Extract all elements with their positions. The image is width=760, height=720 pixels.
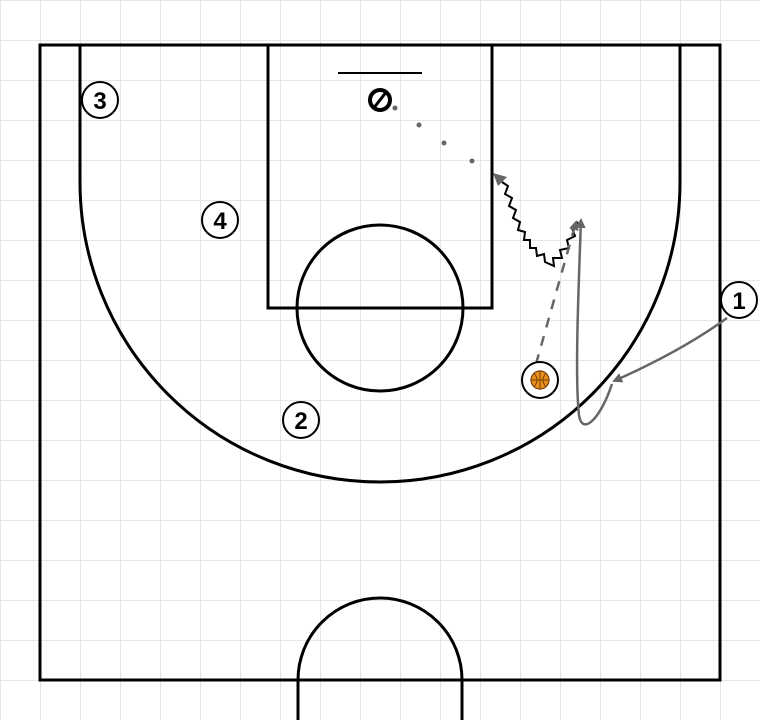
center-circle xyxy=(296,596,464,720)
player1-screen-path xyxy=(575,218,614,426)
player-5-with-ball[interactable]: 5 xyxy=(521,361,559,399)
shot-dot xyxy=(441,140,447,146)
player-number: 4 xyxy=(213,208,227,235)
cut-path-dashed xyxy=(534,220,579,365)
half-court xyxy=(38,43,722,720)
player-2[interactable]: 2 xyxy=(282,401,320,439)
player-marker xyxy=(720,281,758,319)
player-number: 2 xyxy=(294,408,307,435)
player-number: 3 xyxy=(93,88,106,115)
player-4[interactable]: 4 xyxy=(201,201,239,239)
paint-lane xyxy=(266,43,494,310)
basket-net-mark xyxy=(371,90,389,110)
shot-dot xyxy=(469,158,475,164)
player-1[interactable]: 1 xyxy=(720,281,758,319)
player-marker xyxy=(81,81,119,119)
free-throw-circle xyxy=(295,223,465,393)
basket-rim xyxy=(368,88,392,112)
player-marker xyxy=(282,401,320,439)
shot-dot xyxy=(416,122,422,128)
basketball-seams xyxy=(531,371,549,389)
shot-dot xyxy=(392,105,398,111)
shot-path xyxy=(392,105,475,164)
dribble-arrowhead xyxy=(493,173,507,186)
player-3[interactable]: 3 xyxy=(81,81,119,119)
three-point-line xyxy=(78,45,682,484)
player-marker xyxy=(201,201,239,239)
player1-movement-path xyxy=(612,316,728,383)
player-number: 1 xyxy=(732,288,745,315)
